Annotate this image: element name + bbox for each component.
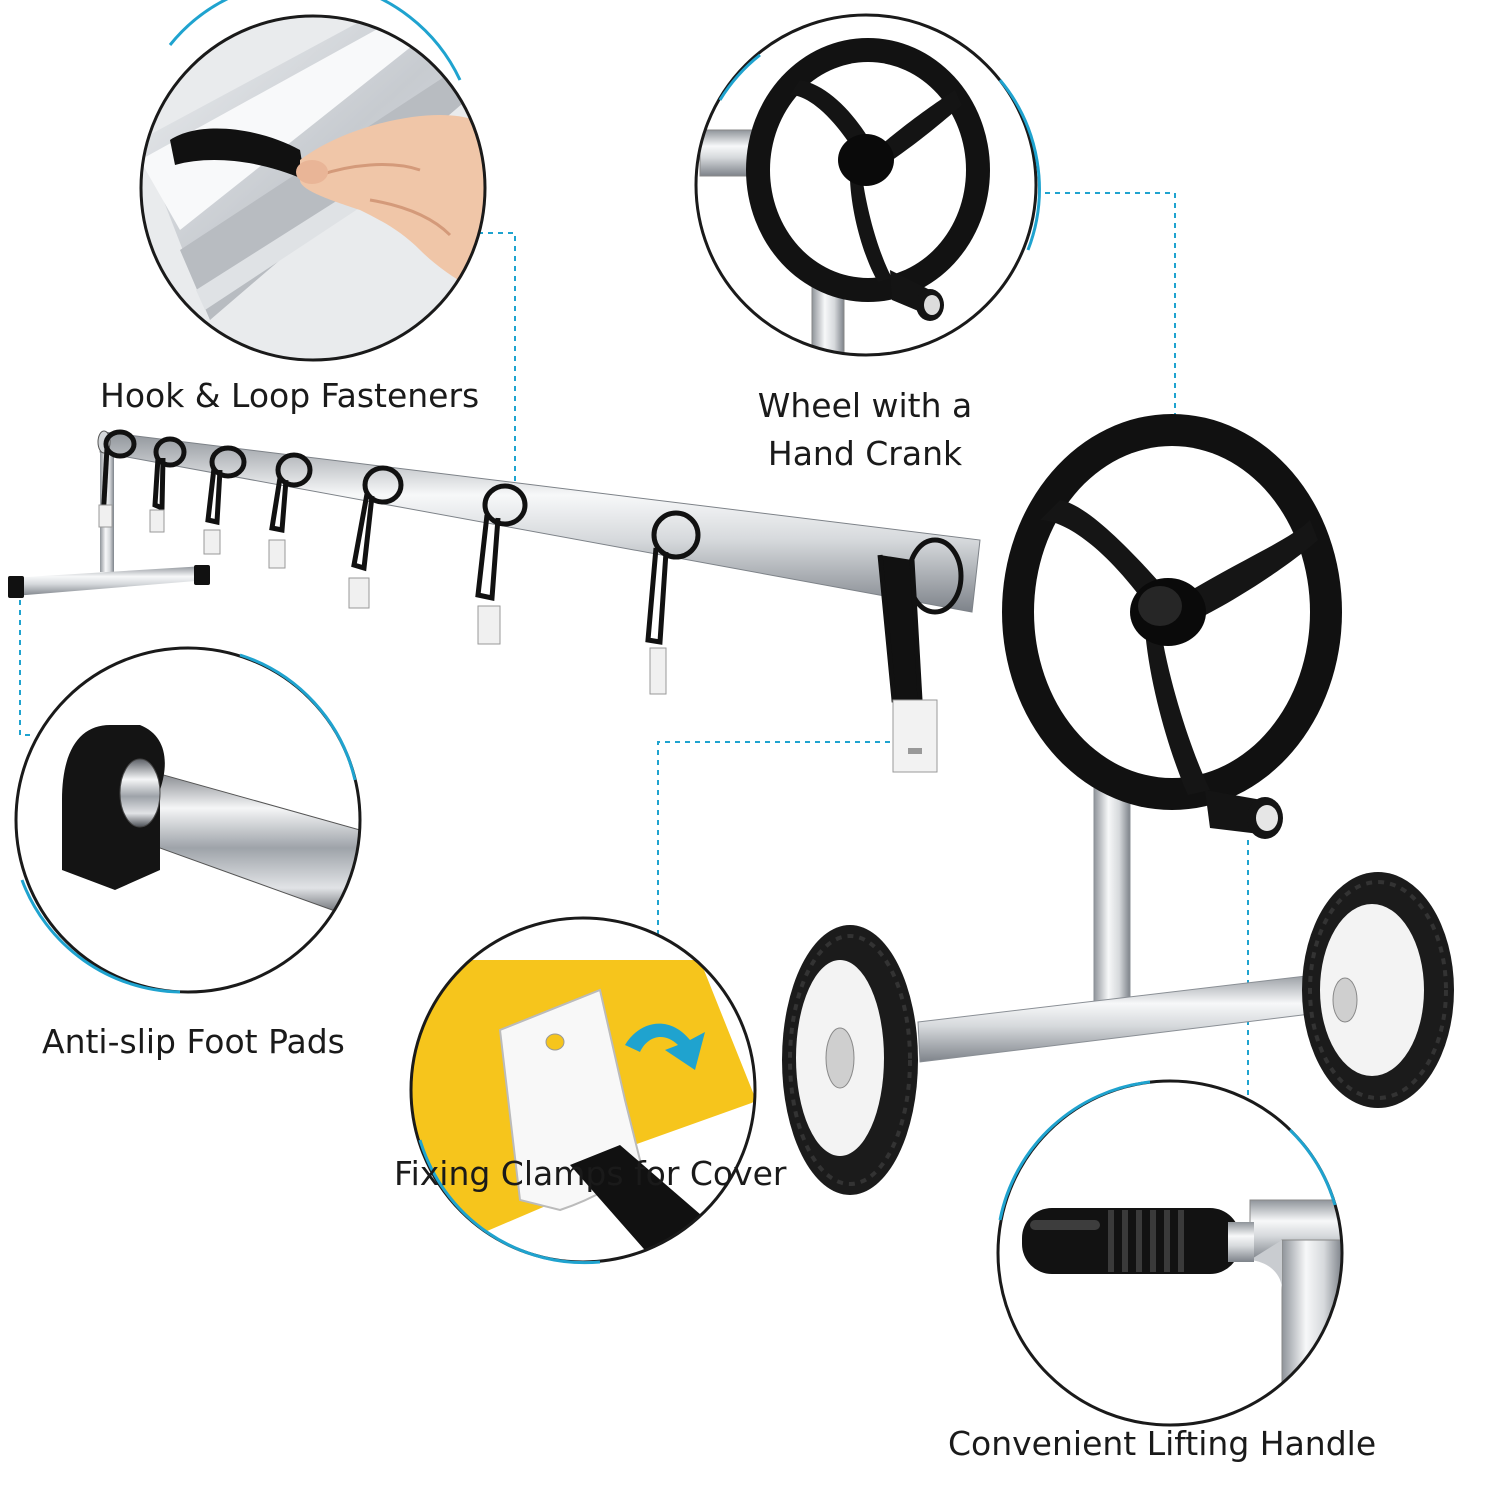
lifting-handle-label: Convenient Lifting Handle xyxy=(948,1424,1377,1463)
wheel-icon xyxy=(1302,872,1454,1108)
hook-loop-detail-circle xyxy=(139,0,487,362)
wheel-crank-label-line1: Wheel with a xyxy=(757,386,973,425)
roller-assembly xyxy=(8,414,1454,1195)
cover-clamp-detail-circle xyxy=(409,916,757,1265)
hand-crank-wheel-icon xyxy=(1002,414,1342,839)
lifting-handle-detail-circle xyxy=(996,1079,1344,1427)
foot-pad-detail-circle xyxy=(14,646,362,994)
wheel-crank-label-line2: Hand Crank xyxy=(767,434,963,473)
connector-lines xyxy=(19,192,1249,1100)
hook-loop-strap-group xyxy=(98,429,964,773)
wheel-crank-label: Wheel with a Hand Crank xyxy=(755,382,975,478)
wheel-icon xyxy=(782,925,918,1195)
fixing-clamps-label: Fixing Clamps for Cover xyxy=(394,1154,787,1193)
crank-wheel-detail-circle xyxy=(694,13,1041,357)
hook-loop-label: Hook & Loop Fasteners xyxy=(100,376,480,415)
anti-slip-label: Anti-slip Foot Pads xyxy=(42,1022,345,1061)
